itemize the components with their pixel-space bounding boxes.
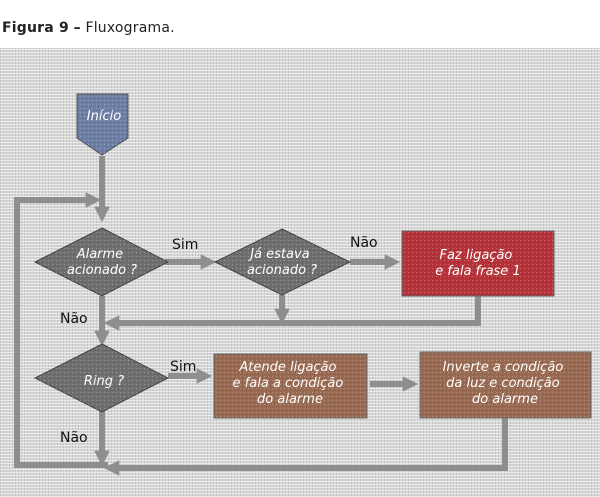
decision-alarme-line-2: acionado ?: [67, 263, 137, 278]
decision-ja-estava-acionado: Já estava acionado ?: [213, 228, 352, 296]
caption-separator: –: [73, 20, 81, 36]
decision-alarme-acionado: Alarme acionado ?: [33, 227, 170, 297]
branch-label-ja-estava-nao: Não: [350, 235, 378, 251]
figure-caption: Figura 9 – Fluxograma.: [2, 20, 175, 36]
branch-label-alarme-sim: Sim: [172, 237, 198, 253]
decision-alarme-line-1: Alarme: [76, 247, 123, 262]
branch-label-ring-sim: Sim: [170, 359, 196, 375]
process-faz-ligacao-line-1: Faz ligação: [439, 248, 512, 263]
process-atende-line-1: Atende ligação: [238, 360, 336, 375]
process-atende-line-3: do alarme: [257, 392, 323, 407]
process-inverte-line-3: do alarme: [472, 392, 538, 407]
process-atende-text: Atende ligação e fala a condição do alar…: [233, 360, 348, 407]
process-faz-ligacao-text: Faz ligação e fala frase 1: [435, 248, 520, 279]
figure-label: Figura 9: [2, 20, 69, 36]
decision-ja-estava-text: Já estava acionado ?: [247, 247, 317, 278]
flowchart-canvas: Início Alarme acionado ? Já estava acion…: [0, 48, 600, 497]
decision-ring-label: Ring ?: [84, 374, 124, 389]
connector-inverte-return: [103, 418, 508, 476]
decision-ja-estava-line-2: acionado ?: [247, 263, 317, 278]
start-node-text: Início: [87, 109, 121, 124]
process-faz-ligacao: Faz ligação e fala frase 1: [401, 230, 555, 297]
branch-label-alarme-nao: Não: [60, 311, 88, 327]
process-faz-ligacao-line-2: e fala frase 1: [435, 264, 520, 279]
decision-ring-text: Ring ?: [84, 374, 124, 389]
decision-ring: Ring ?: [33, 343, 170, 413]
process-inverte-condicao: Inverte a condição da luz e condição do …: [419, 351, 592, 419]
connector-loop-return: [14, 192, 108, 468]
decision-alarme-text: Alarme acionado ?: [67, 247, 137, 278]
decision-ja-estava-line-1: Já estava: [247, 247, 309, 262]
process-atende-ligacao: Atende ligação e fala a condição do alar…: [213, 353, 368, 419]
branch-label-ring-nao: Não: [60, 430, 88, 446]
figure-title: Fluxograma.: [85, 20, 175, 36]
process-inverte-line-2: da luz e condição: [446, 376, 560, 391]
process-atende-line-2: e fala a condição: [233, 376, 344, 391]
connector-faz-ligacao-return: [103, 296, 481, 331]
flowchart-svg: Início Alarme acionado ? Já estava acion…: [14, 93, 592, 476]
process-inverte-text: Inverte a condição da luz e condição do …: [443, 360, 568, 407]
start-node-label: Início: [87, 109, 121, 124]
process-inverte-line-1: Inverte a condição: [443, 360, 564, 375]
start-node: Início: [76, 93, 129, 156]
